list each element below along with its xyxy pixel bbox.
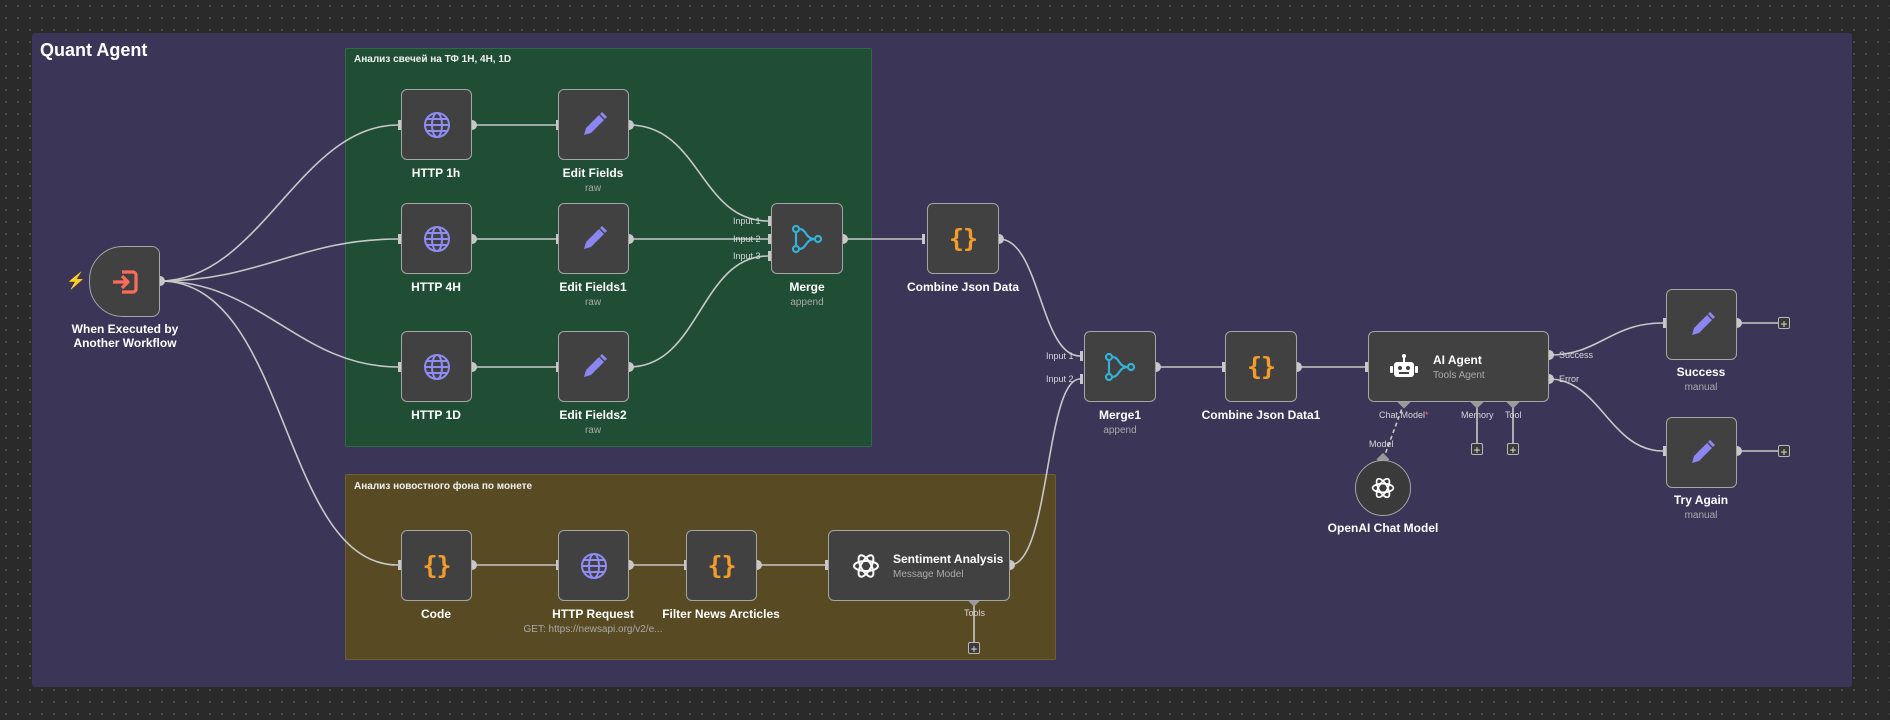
merge1-node[interactable] (1084, 331, 1156, 402)
try-again-node[interactable] (1666, 417, 1737, 488)
ai-agent-node[interactable]: AI Agent Tools Agent (1368, 331, 1549, 402)
edit-fields2-node[interactable] (558, 331, 629, 402)
group-candles-title: Анализ свечей на ТФ 1H, 4H, 1D (354, 54, 512, 65)
ai-agent-add-tool-button[interactable]: + (1507, 443, 1519, 456)
edit-fields1-subtitle: raw (584, 297, 602, 308)
http-1d-label: HTTP 1D (411, 408, 461, 422)
globe-icon (422, 224, 452, 254)
edit-fields-label: Edit Fields (562, 166, 624, 180)
ai-agent-memory-label: Memory (1461, 410, 1494, 420)
edit-fields2-subtitle: raw (584, 425, 602, 436)
http-request-subtitle: GET: https://newsapi.org/v2/e... (523, 624, 663, 635)
group-news-title: Анализ новостного фона по монете (354, 481, 533, 492)
sign-in-icon (110, 269, 140, 295)
http-1h-label: HTTP 1h (411, 166, 461, 180)
http-1h-node[interactable] (401, 89, 472, 160)
success-subtitle: manual (1684, 382, 1718, 393)
code-node[interactable]: {} (401, 530, 472, 601)
code-braces-icon: {} (1246, 352, 1276, 381)
edit-fields-node[interactable] (558, 89, 629, 160)
edit-fields2-label: Edit Fields2 (559, 408, 627, 422)
globe-icon (422, 110, 452, 140)
success-node[interactable] (1666, 289, 1737, 360)
sentiment-analysis-node[interactable]: Sentiment Analysis Message Model (828, 530, 1010, 601)
openai-icon (1370, 475, 1396, 501)
merge1-input-1-label: Input 1 (1046, 351, 1074, 361)
trigger-bolt-icon: ⚡ (66, 273, 86, 290)
openai-icon (851, 551, 881, 581)
ai-agent-title: AI Agent (1433, 352, 1482, 367)
merge1-label: Merge1 (1098, 408, 1142, 422)
openai-model-port-label: Model (1369, 439, 1394, 449)
try-again-subtitle: manual (1684, 510, 1718, 521)
merge-node[interactable] (771, 203, 843, 274)
http-request-label: HTTP Request (552, 607, 634, 621)
sentiment-analysis-title: Sentiment Analysis (893, 551, 1004, 566)
merge-input-2-label: Input 2 (733, 234, 761, 244)
merge1-subtitle: append (1103, 425, 1137, 436)
pencil-icon (1687, 310, 1717, 340)
merge-input-3-label: Input 3 (733, 251, 761, 261)
ai-agent-tool-label: Tool (1505, 410, 1522, 420)
globe-icon (579, 551, 609, 581)
trigger-label: When Executed by Another Workflow (71, 322, 179, 350)
code-braces-icon: {} (422, 551, 451, 580)
combine-json1-node[interactable]: {} (1225, 331, 1297, 402)
sentiment-add-tool-button[interactable]: + (968, 642, 980, 655)
merge1-input-2-label: Input 2 (1046, 374, 1074, 384)
ai-agent-subtitle: Tools Agent (1433, 369, 1485, 381)
try-again-label: Try Again (1673, 493, 1729, 507)
http-4h-node[interactable] (401, 203, 472, 274)
merge-label: Merge (789, 280, 825, 294)
ai-agent-error-output-label: Error (1559, 374, 1579, 384)
merge-input-1-label: Input 1 (733, 216, 761, 226)
sentiment-analysis-subtitle: Message Model (893, 568, 964, 580)
ai-agent-chat-model-label: Chat Model* (1379, 410, 1429, 420)
openai-chat-model-label: OpenAI Chat Model (1327, 521, 1439, 535)
sentiment-tools-label: Tools (964, 608, 986, 618)
merge-icon (791, 224, 823, 254)
code-braces-icon: {} (948, 224, 978, 253)
try-again-add-node-button[interactable]: + (1778, 445, 1790, 458)
pencil-icon (1687, 438, 1717, 468)
http-4h-label: HTTP 4H (411, 280, 461, 294)
filter-news-label: Filter News Arcticles (662, 607, 780, 621)
pencil-icon (579, 352, 609, 382)
code-label: Code (421, 607, 451, 621)
ai-agent-add-memory-button[interactable]: + (1471, 443, 1483, 456)
pencil-icon (579, 224, 609, 254)
chat-model-text: Chat Model (1379, 410, 1426, 420)
pencil-icon (579, 110, 609, 140)
required-mark: * (1425, 410, 1429, 420)
success-add-node-button[interactable]: + (1778, 317, 1790, 330)
combine-json1-label: Combine Json Data1 (1201, 408, 1321, 422)
globe-icon (422, 352, 452, 382)
combine-json-node[interactable]: {} (927, 203, 999, 274)
success-label: Success (1676, 365, 1726, 379)
combine-json-label: Combine Json Data (906, 280, 1020, 294)
edit-fields-subtitle: raw (584, 183, 602, 194)
edit-fields1-node[interactable] (558, 203, 629, 274)
code-braces-icon: {} (707, 551, 736, 580)
ai-agent-success-output-label: Success (1559, 350, 1594, 360)
merge-subtitle: append (790, 297, 824, 308)
http-request-node[interactable] (558, 530, 629, 601)
edit-fields1-label: Edit Fields1 (559, 280, 627, 294)
http-1d-node[interactable] (401, 331, 472, 402)
trigger-node[interactable] (89, 246, 160, 317)
workflow-title: Quant Agent (40, 40, 148, 60)
openai-chat-model-node[interactable] (1355, 460, 1411, 516)
merge-icon (1104, 352, 1136, 382)
robot-icon (1389, 353, 1419, 381)
filter-news-node[interactable]: {} (686, 530, 757, 601)
